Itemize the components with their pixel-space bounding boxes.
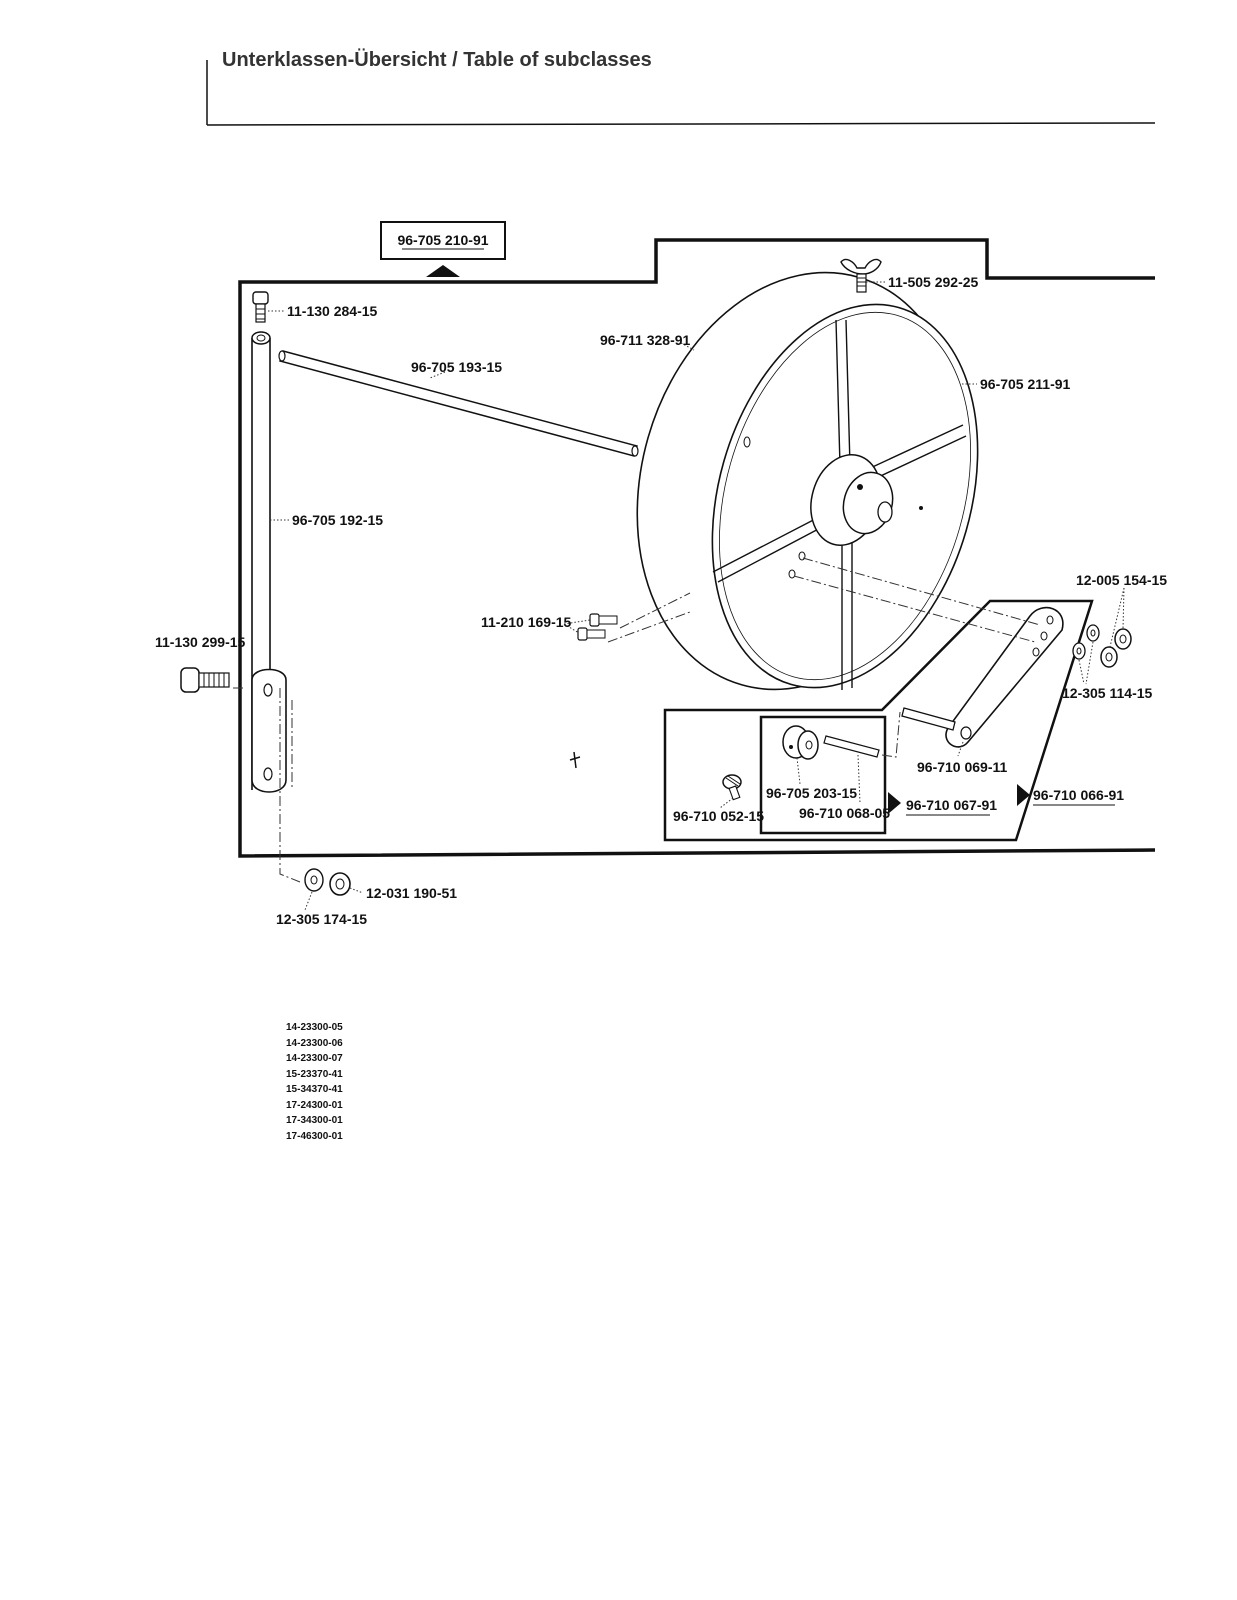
small-screws-icon	[577, 613, 618, 641]
label-top-screw: 11-130 284-15	[287, 303, 378, 319]
label-washers-right: 12-305 114-15	[1062, 685, 1153, 701]
label-side-screw: 11-130 299-15	[155, 634, 246, 650]
labels: 11-505 292-25 11-130 284-15 96-705 193-1…	[155, 274, 1167, 927]
label-nuts-right: 12-005 154-15	[1076, 572, 1167, 588]
label-wing-screw: 11-505 292-25	[888, 274, 979, 290]
washer-nut-bottom-icon	[304, 868, 351, 896]
pointer-triangle-main	[426, 265, 460, 277]
label-nut-bottom: 12-031 190-51	[366, 885, 457, 901]
label-disc: 96-705 211-91	[980, 376, 1071, 392]
header-box: Unterklassen-Übersicht / Table of subcla…	[206, 48, 1156, 126]
small-screw-mark-icon	[569, 751, 581, 769]
list-item: 15-23370-41	[286, 1068, 343, 1080]
label-disc-outer: 96-711 328-91	[600, 332, 691, 348]
subassembly-frame-outer: 96-710 067-91 96-710 066-91	[663, 599, 1124, 842]
list-item: 14-23300-07	[286, 1053, 343, 1064]
label-rod: 96-705 193-15	[411, 359, 502, 375]
thumb-screw-icon	[722, 774, 742, 801]
assembly-tag-main: 96-705 210-91	[397, 232, 488, 248]
pointer-triangle-sub-2	[1017, 784, 1030, 806]
label-pin: 96-710 068-05	[799, 805, 890, 821]
assembly-tag-sub-2: 96-710 066-91	[1033, 787, 1124, 803]
list-item: 15-34370-41	[286, 1084, 343, 1095]
label-collar: 96-705 203-15	[766, 785, 857, 801]
wing-screw-icon	[840, 258, 882, 293]
list-item: 17-34300-01	[286, 1115, 343, 1126]
label-washer-bottom: 12-305 174-15	[276, 911, 367, 927]
arm-link-plate	[251, 668, 287, 793]
collar-icon	[782, 725, 819, 760]
washers-nuts-right-icon	[1072, 624, 1132, 668]
list-item: 14-23300-05	[286, 1022, 343, 1033]
side-screw-icon	[180, 667, 230, 693]
label-arm: 96-705 192-15	[292, 512, 383, 528]
socket-screw-top-icon	[252, 291, 269, 305]
model-list: 14-23300-05 14-23300-06 14-23300-07 15-2…	[286, 1020, 343, 1144]
label-thumb-screw: 96-710 052-15	[673, 808, 764, 824]
list-item: 17-46300-01	[286, 1130, 343, 1142]
pin-icon	[823, 735, 880, 758]
vertical-arm	[251, 291, 287, 793]
label-lever: 96-710 069-11	[917, 759, 1008, 775]
list-item: 17-24300-01	[286, 1099, 343, 1111]
lever-arm	[901, 606, 1064, 748]
subassembly-frame-inner	[759, 715, 887, 835]
long-rod	[278, 350, 639, 457]
assembly-frame: 96-705 210-91	[238, 221, 1156, 858]
assembly-tag-sub-1: 96-710 067-91	[906, 797, 997, 813]
assembly-lines	[233, 557, 1041, 883]
label-screws-small: 11-210 169-15	[481, 614, 572, 630]
header-title: Unterklassen-Übersicht / Table of subcla…	[222, 48, 652, 71]
pointer-triangle-sub-1	[888, 792, 901, 814]
list-item: 14-23300-06	[286, 1037, 343, 1049]
disc-wheel	[636, 271, 979, 691]
